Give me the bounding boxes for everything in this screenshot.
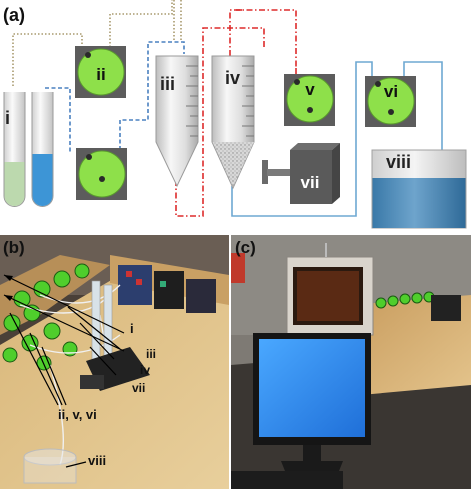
panel-label-c: (c)	[235, 238, 256, 257]
beaker-viii: viii	[371, 149, 467, 229]
tubing-blue	[45, 41, 185, 152]
photo-b-label-iii: iii	[146, 347, 157, 361]
label-pump-v: v	[305, 80, 315, 99]
label-pump-ii: ii	[96, 65, 105, 84]
panel-label-a: (a)	[3, 5, 25, 25]
tubing-tan	[12, 0, 182, 86]
label-pump-vi: vi	[384, 82, 398, 101]
photo-b-illustration	[0, 235, 229, 489]
label-cylinder-iii: iii	[160, 74, 175, 94]
panel-label-b: (b)	[3, 238, 25, 257]
photo-c-illustration	[231, 235, 471, 489]
cylinder-iv: iv	[211, 55, 255, 190]
photo-b-label-viii: viii	[88, 453, 107, 468]
pump-unlabeled	[76, 148, 127, 200]
schematic-panel-a: (a) i	[3, 0, 467, 229]
motor-vii: vii	[262, 143, 340, 204]
photo-b-label-vii: vii	[132, 381, 146, 395]
pump-v: v	[284, 74, 335, 126]
photo-panel-c: (c)	[231, 235, 471, 489]
pump-ii: ii	[75, 46, 126, 98]
label-beaker-viii: viii	[386, 152, 411, 172]
pump-vi: vi	[365, 76, 416, 127]
tubing-red	[175, 9, 297, 217]
photo-b-label-ii-v-vi: ii, v, vi	[58, 407, 97, 422]
photo-panel-b: (b) i iii iv vii ii, v, vi viii	[0, 235, 229, 489]
label-tube-i: i	[5, 108, 10, 128]
cylinder-iii: iii	[155, 55, 199, 188]
label-motor-vii: vii	[301, 173, 320, 192]
photo-b-label-iv: iv	[140, 363, 151, 377]
photo-b-label-i: i	[130, 321, 134, 336]
label-cylinder-iv: iv	[225, 68, 240, 88]
tubing-light-blue	[231, 61, 443, 217]
test-tube-i: i	[3, 92, 26, 207]
test-tube-blue	[31, 92, 54, 207]
